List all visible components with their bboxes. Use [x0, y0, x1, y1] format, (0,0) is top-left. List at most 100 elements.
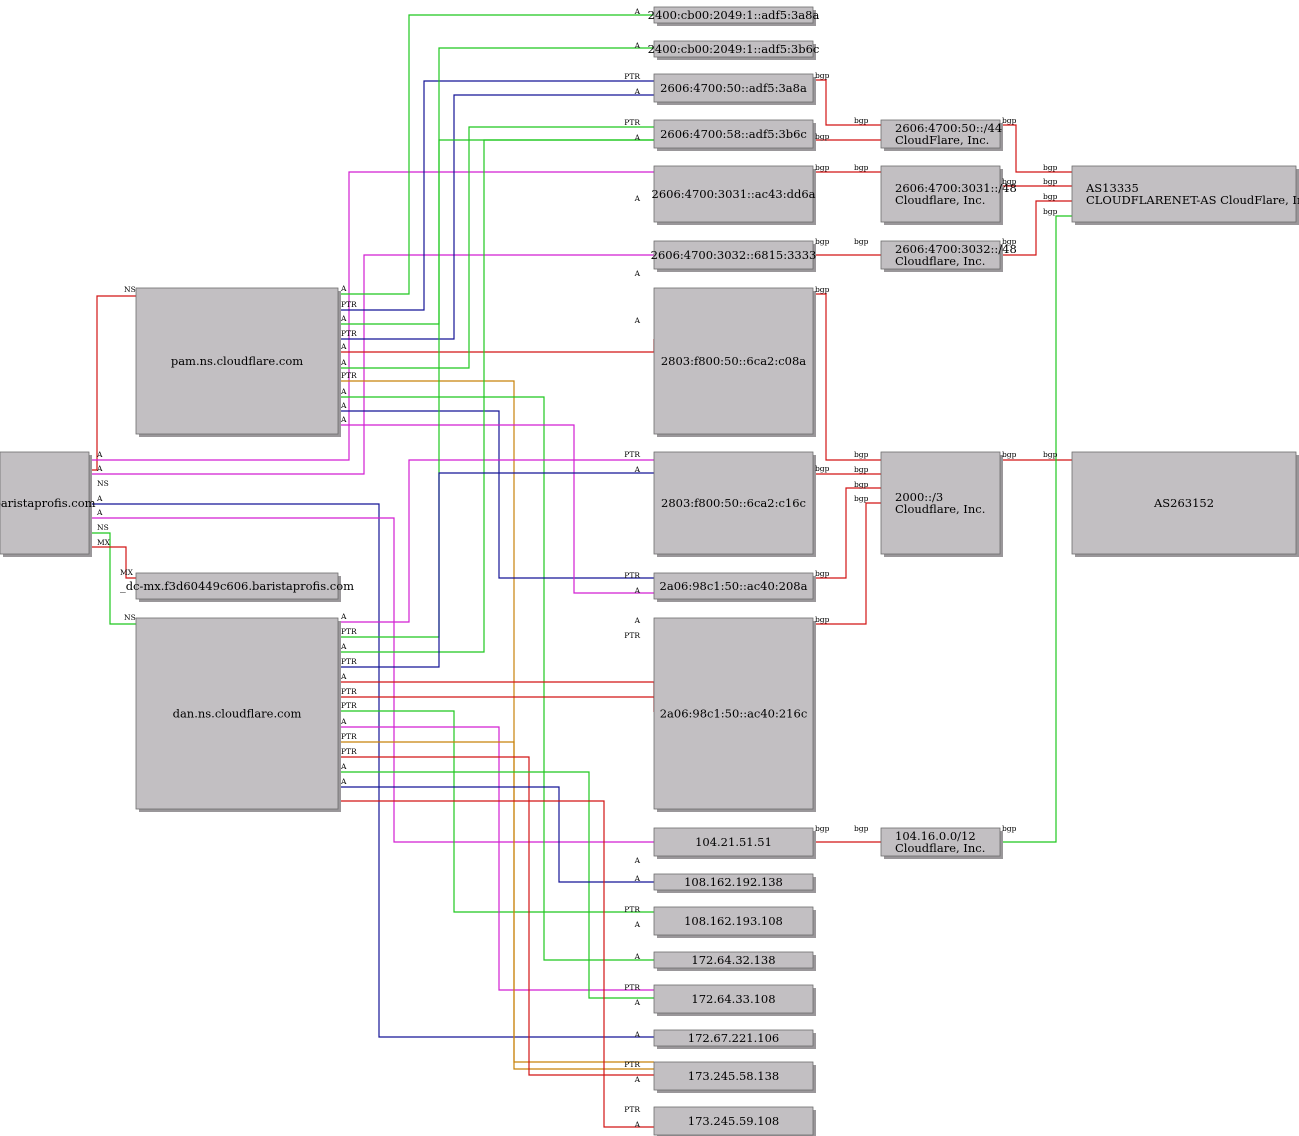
address-node-2606-4700-3031-ac43-dd6a[interactable]: 2606:4700:3031::ac43:dd6a: [652, 165, 817, 225]
edge-label: bgp: [854, 163, 869, 172]
edge-label: bgp: [815, 285, 830, 294]
address-node-2606-4700-3032-6815-3333[interactable]: 2606:4700:3032::6815:3333: [651, 240, 817, 272]
address-node-2606-4700-58-adf5-3b6c[interactable]: 2606:4700:58::adf5:3b6c: [653, 119, 816, 151]
address-node-173-245-58-138[interactable]: 173.245.58.138: [653, 1061, 816, 1093]
address-node-172-64-33-108[interactable]: 172.64.33.108: [653, 984, 816, 1016]
domain-node-baristaprofis-com[interactable]: baristaprofis.com: [0, 451, 96, 557]
edge-label: bgp: [815, 824, 830, 833]
node-label: 2400:cb00:2049:1::adf5:3b6c: [648, 42, 820, 56]
address-node-104-21-51-51[interactable]: 104.21.51.51: [653, 827, 816, 859]
edge-dan-record: [338, 800, 654, 1128]
node-box: [653, 165, 814, 223]
edge-label: PTR: [624, 450, 640, 459]
address-node-172-64-32-138[interactable]: 172.64.32.138: [653, 951, 816, 971]
edge-label: A: [634, 920, 641, 929]
edge-label: A: [634, 874, 641, 883]
node-label: 2400:cb00:2049:1::adf5:3a8a: [648, 8, 820, 22]
edge-label: bgp: [815, 237, 830, 246]
edge-pam-record: [338, 396, 654, 961]
edge-label: PTR: [341, 627, 357, 636]
node-box: [653, 1106, 814, 1136]
node-label: _dc-mx.f3d60449c606.baristaprofis.com: [120, 579, 354, 593]
edge-label-layer: NSNSMXAANSAANSMXAPTRAPTRAAPTRAAAAPTRAPTR…: [96, 7, 1058, 1129]
edge-label: bgp: [854, 237, 869, 246]
node-label: 172.64.32.138: [691, 953, 775, 967]
edge-label: PTR: [624, 983, 640, 992]
edge-bgp: [813, 79, 881, 126]
edge-label: A: [634, 194, 641, 203]
node-label: 2000::/3: [895, 490, 943, 504]
node-box: [653, 617, 814, 810]
address-node-2803-f800-50-6ca2-c16c[interactable]: 2803:f800:50::6ca2:c16c: [653, 451, 816, 557]
edge-label: A: [340, 642, 347, 651]
edge-bgp: [813, 502, 881, 625]
edge-label: A: [96, 450, 103, 459]
edge-label: NS: [97, 479, 109, 488]
edge-label: A: [340, 314, 347, 323]
edge-label: PTR: [341, 747, 357, 756]
edge-label: A: [340, 358, 347, 367]
node-box: [880, 827, 1001, 857]
edge-label: PTR: [341, 657, 357, 666]
edge-pam-record: [338, 339, 655, 353]
edge-a-2606-4700-3031: [89, 171, 654, 461]
node-box: [653, 906, 814, 936]
node-label: 172.67.221.106: [688, 1031, 779, 1045]
edge-a-104-21-51-51: [89, 517, 654, 843]
edge-label: A: [634, 269, 641, 278]
node-layer: baristaprofis.com pam.ns.cloudflare.com da…: [0, 6, 1299, 1136]
node-label: Cloudflare, Inc.: [895, 841, 985, 855]
address-node-2a06-98c1-50-ac40-208a[interactable]: 2a06:98c1:50::ac40:208a: [653, 572, 816, 602]
edge-dan-record: [338, 741, 654, 1063]
edge-label: PTR: [341, 701, 357, 710]
edge-dan-record: [338, 696, 655, 712]
edge-label: bgp: [1043, 177, 1058, 186]
nameserver-node-dan-ns-cloudflare-com[interactable]: dan.ns.cloudflare.com: [135, 617, 341, 812]
edge-label: PTR: [341, 371, 357, 380]
edge-dan-record: [338, 771, 654, 999]
nameserver-node-pam-ns-cloudflare-com[interactable]: pam.ns.cloudflare.com: [135, 287, 341, 437]
node-label: 2606:4700:3031::ac43:dd6a: [652, 187, 816, 201]
edge-a-2606-4700-3032: [89, 254, 654, 475]
address-node-2606-4700-50-adf5-3a8a[interactable]: 2606:4700:50::adf5:3a8a: [653, 73, 816, 105]
edge-label: PTR: [341, 732, 357, 741]
address-node-172-67-221-106[interactable]: 172.67.221.106: [653, 1029, 816, 1049]
edge-label: A: [96, 494, 103, 503]
edge-label: A: [340, 777, 347, 786]
node-label: 173.245.58.138: [688, 1069, 779, 1083]
edge-label: A: [96, 464, 103, 473]
node-label: 2606:4700:50::/44: [895, 121, 1002, 135]
address-node-108-162-193-108[interactable]: 108.162.193.108: [653, 906, 816, 938]
mx-node[interactable]: _dc-mx.f3d60449c606.baristaprofis.com: [120, 572, 354, 602]
edge-label: bgp: [1002, 177, 1017, 186]
address-node-2803-f800-50-6ca2-c08a[interactable]: 2803:f800:50::6ca2:c08a: [653, 287, 816, 437]
edge-dan-record: [338, 472, 654, 668]
edge-label: A: [340, 612, 347, 621]
address-node-173-245-59-108[interactable]: 173.245.59.108: [653, 1106, 816, 1136]
node-label: 104.21.51.51: [695, 835, 772, 849]
address-node-2400-cb00-2049-1-adf5-3b6c[interactable]: 2400:cb00:2049:1::adf5:3b6c: [648, 40, 820, 60]
address-node-2a06-98c1-50-ac40-216c[interactable]: 2a06:98c1:50::ac40:216c: [653, 617, 816, 812]
node-label: 104.16.0.0/12: [895, 829, 976, 843]
edge-pam-record: [338, 424, 654, 594]
node-label: 2a06:98c1:50::ac40:216c: [660, 707, 808, 721]
edge-label: A: [634, 87, 641, 96]
asn-node-as263152[interactable]: AS263152: [1071, 451, 1299, 557]
address-node-2400-cb00-2049-1-adf5-3a8a[interactable]: 2400:cb00:2049:1::adf5:3a8a: [648, 6, 820, 26]
edge-label: bgp: [815, 615, 830, 624]
edge-label: A: [634, 1030, 641, 1039]
node-label: 2606:4700:58::adf5:3b6c: [660, 127, 807, 141]
edge-a-172-67-221-106: [89, 503, 654, 1038]
edge-label: PTR: [624, 1060, 640, 1069]
node-label: 2a06:98c1:50::ac40:208a: [660, 579, 808, 593]
edge-dan-record: [338, 459, 654, 623]
edge-label: PTR: [624, 631, 640, 640]
address-node-108-162-192-138[interactable]: 108.162.192.138: [653, 873, 816, 893]
